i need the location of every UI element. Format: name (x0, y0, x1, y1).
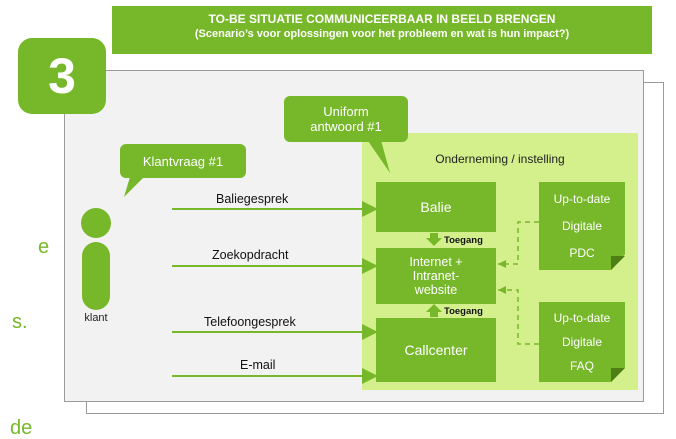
pdc-line-3: PDC (569, 245, 595, 260)
access-label-top: Toegang (444, 235, 483, 246)
flow-label-email: E-mail (240, 358, 276, 372)
pdc-line-1: Up-to-date (553, 192, 611, 207)
side-text-2: s. (12, 311, 28, 333)
side-text-3: de (10, 417, 33, 439)
header-subtitle: (Scenario’s voor oplossingen voor het pr… (194, 28, 570, 40)
faq-document: Up-to-date Digitale FAQ (539, 302, 625, 382)
flow-label-zoekopdracht: Zoekopdracht (212, 248, 289, 262)
callcenter-box: Callcenter (376, 318, 496, 382)
enterprise-label: Onderneming / instelling (435, 152, 565, 166)
internet-line-1: Internet + (409, 255, 463, 269)
customer-callout: Klantvraag #1 (120, 144, 246, 178)
person-icon (81, 208, 111, 310)
flow-label-telefoongesprek: Telefoongesprek (204, 315, 296, 329)
customer-label: klant (84, 312, 108, 324)
internet-line-2: Intranet- (412, 269, 460, 283)
access-label-bottom: Toegang (444, 306, 483, 317)
step-badge: 3 (18, 38, 106, 114)
pdc-document: Up-to-date Digitale PDC (539, 182, 625, 270)
pdc-line-2: Digitale (561, 218, 603, 233)
internet-website-box: Internet + Intranet- website (376, 248, 496, 304)
header-banner: TO-BE SITUATIE COMMUNICEERBAAR IN BEELD … (112, 6, 652, 54)
uniform-answer-callout: Uniform antwoord #1 (284, 96, 408, 142)
faq-line-3: FAQ (569, 359, 594, 373)
balie-box: Balie (376, 182, 496, 232)
flow-label-baliegesprek: Baliegesprek (216, 192, 289, 206)
side-text-1: e (38, 236, 50, 258)
faq-line-1: Up-to-date (553, 311, 611, 325)
internet-line-3: website (414, 283, 458, 297)
faq-line-2: Digitale (561, 335, 603, 349)
header-title: TO-BE SITUATIE COMMUNICEERBAAR IN BEELD … (208, 12, 556, 26)
